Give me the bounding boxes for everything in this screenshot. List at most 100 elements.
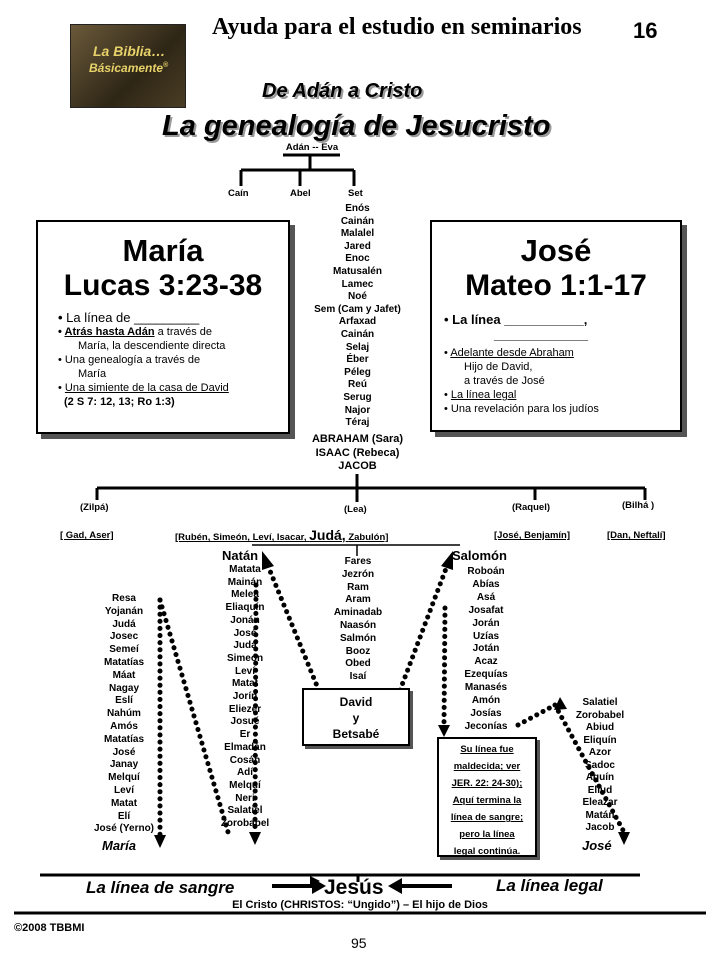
list-item: pero la línea bbox=[459, 829, 515, 840]
list-item: Simeón bbox=[226, 652, 264, 664]
natan-head: Natán bbox=[222, 548, 259, 563]
list-item: Judá bbox=[112, 618, 136, 630]
list-item: y bbox=[352, 711, 360, 725]
list-item: Josías bbox=[470, 707, 502, 719]
list-item: Leví bbox=[234, 665, 255, 677]
mother-bilha: (Bilhá ) bbox=[622, 500, 655, 511]
list-item: Elí bbox=[117, 810, 131, 822]
list-item: Amón bbox=[471, 695, 501, 707]
list-item: Adí bbox=[236, 767, 254, 779]
maria-back-to: Atrás hasta Adán bbox=[64, 326, 155, 338]
legal-line-label: La línea legal bbox=[496, 876, 603, 895]
list-item: Er bbox=[239, 729, 251, 741]
jose-through: a través de José bbox=[464, 375, 545, 387]
list-item: Aquín bbox=[585, 772, 615, 783]
jose-name: José bbox=[520, 233, 592, 268]
jose-line: Salatiel Zorobabel Abiud Eliquín Azor Sa… bbox=[562, 697, 638, 835]
list-item: Zorobabel bbox=[220, 818, 270, 830]
list-item: Amós bbox=[110, 720, 138, 732]
list-item: Obed bbox=[345, 658, 371, 670]
list-item: Matatías bbox=[103, 656, 144, 668]
list-item: Jared bbox=[344, 240, 371, 252]
list-item: Matatías bbox=[103, 733, 144, 745]
page-number-top: 16 bbox=[633, 18, 658, 43]
list-item: Eliquín bbox=[583, 734, 617, 746]
tribes-lea-b: Zabulón] bbox=[348, 532, 389, 543]
jose-line-of: La línea ___________, bbox=[452, 312, 588, 327]
list-item: ISAAC (Rebeca) bbox=[315, 446, 400, 459]
list-item: Leví bbox=[113, 784, 134, 796]
list-item: David bbox=[339, 695, 373, 709]
list-item: Abías bbox=[472, 578, 500, 590]
list-item: Eslí bbox=[115, 695, 133, 707]
list-item: Salmón bbox=[339, 632, 377, 644]
list-item: Melquí bbox=[229, 779, 261, 791]
list-item: Jorán bbox=[472, 617, 500, 629]
list-item: Naasón bbox=[339, 619, 377, 631]
maria-genealogy: Una genealogía a través de bbox=[64, 354, 201, 366]
list-item: Nagay bbox=[108, 682, 139, 694]
logo-line-1: La Biblia… bbox=[93, 43, 166, 59]
list-item: Jotán bbox=[472, 643, 500, 655]
list-item: Resa bbox=[112, 593, 136, 604]
list-item: Semeí bbox=[109, 644, 139, 656]
son-set: Set bbox=[348, 188, 363, 199]
list-item: Ezequías bbox=[464, 669, 508, 681]
list-item: Sem (Cam y Jafet) bbox=[314, 303, 401, 315]
son-abel: Abel bbox=[290, 188, 311, 199]
christ-caption: El Cristo (CHRISTOS: “Ungido”) – El hijo… bbox=[232, 899, 488, 911]
mother-lea: (Lea) bbox=[344, 504, 367, 515]
list-item: Jorín bbox=[232, 691, 258, 703]
list-item: Asá bbox=[476, 591, 496, 603]
list-item: Enós bbox=[345, 203, 370, 214]
list-item: Azor bbox=[588, 747, 612, 758]
jose-legal: La línea legal bbox=[450, 389, 517, 401]
list-item: Eliaquín bbox=[225, 602, 265, 614]
list-item: Eliezer bbox=[228, 703, 262, 715]
list-item: línea de sangre; bbox=[450, 812, 524, 823]
list-item: JER. 22: 24-30); bbox=[451, 778, 523, 789]
list-item: Yojanán bbox=[104, 605, 144, 617]
jose-forward: Adelante desde Abraham bbox=[450, 347, 574, 359]
list-item: Jacob bbox=[585, 822, 615, 833]
list-item: Eliud bbox=[587, 784, 613, 796]
list-item: Su línea fue bbox=[460, 744, 514, 755]
salomon-head: Salomón bbox=[452, 548, 507, 563]
list-item: Nahúm bbox=[107, 708, 141, 720]
fathers-list: ABRAHAM (Sara) ISAAC (Rebeca) JACOB bbox=[280, 433, 435, 474]
juda-line: Fares Jezrón Ram Aram Aminadab Naasón Sa… bbox=[318, 556, 398, 684]
mother-zilpa: (Zilpá) bbox=[80, 502, 109, 513]
page-number: 95 bbox=[351, 935, 367, 951]
list-item: Manasés bbox=[464, 682, 508, 694]
list-item: Matán bbox=[585, 809, 615, 821]
list-item: Selaj bbox=[345, 341, 370, 353]
list-item: Zorobabel bbox=[575, 709, 625, 721]
list-item: Neri bbox=[235, 792, 255, 804]
list-item: Salatiel bbox=[582, 697, 618, 708]
maria-seed-ref: (2 S 7: 12, 13; Ro 1:3) bbox=[64, 396, 175, 408]
natan-line: Matata Mainán Melea Eliaquín Jonán José … bbox=[212, 564, 278, 831]
maria-back-to-rest: a través de bbox=[157, 326, 213, 338]
list-item: Reú bbox=[348, 379, 367, 391]
list-item: Roboán bbox=[467, 566, 505, 577]
list-item: Aquí termina la bbox=[452, 795, 522, 806]
maria-seed: Una simiente de la casa de David bbox=[64, 382, 229, 394]
tribes-bilha: [Dan, Neftalí] bbox=[607, 530, 666, 541]
list-item: Matata bbox=[229, 564, 261, 575]
list-item: Péleg bbox=[344, 366, 371, 378]
list-item: Melea bbox=[231, 589, 259, 601]
tribes-lea-a: [Rubén, Simeón, Leví, Isacar, bbox=[175, 532, 307, 543]
list-item: Salatiel bbox=[227, 805, 263, 817]
jose-line-end: José bbox=[582, 838, 612, 853]
list-item: Cainán bbox=[340, 215, 375, 227]
list-item: Matat bbox=[231, 678, 259, 690]
patriarch-list: Enós Cainán Malalel Jared Enoc Matusalén… bbox=[280, 203, 435, 430]
jose-revelation: Una revelación para los judíos bbox=[450, 403, 599, 415]
logo-mark: ® bbox=[163, 62, 169, 69]
list-item: José (Yerno) bbox=[93, 823, 155, 835]
list-item: Noé bbox=[348, 291, 367, 303]
list-item: Cainán bbox=[340, 328, 375, 340]
list-item: Sadoc bbox=[584, 759, 615, 771]
logo: La Biblia… Básicamente® bbox=[70, 24, 186, 108]
list-item: Serug bbox=[343, 391, 372, 403]
